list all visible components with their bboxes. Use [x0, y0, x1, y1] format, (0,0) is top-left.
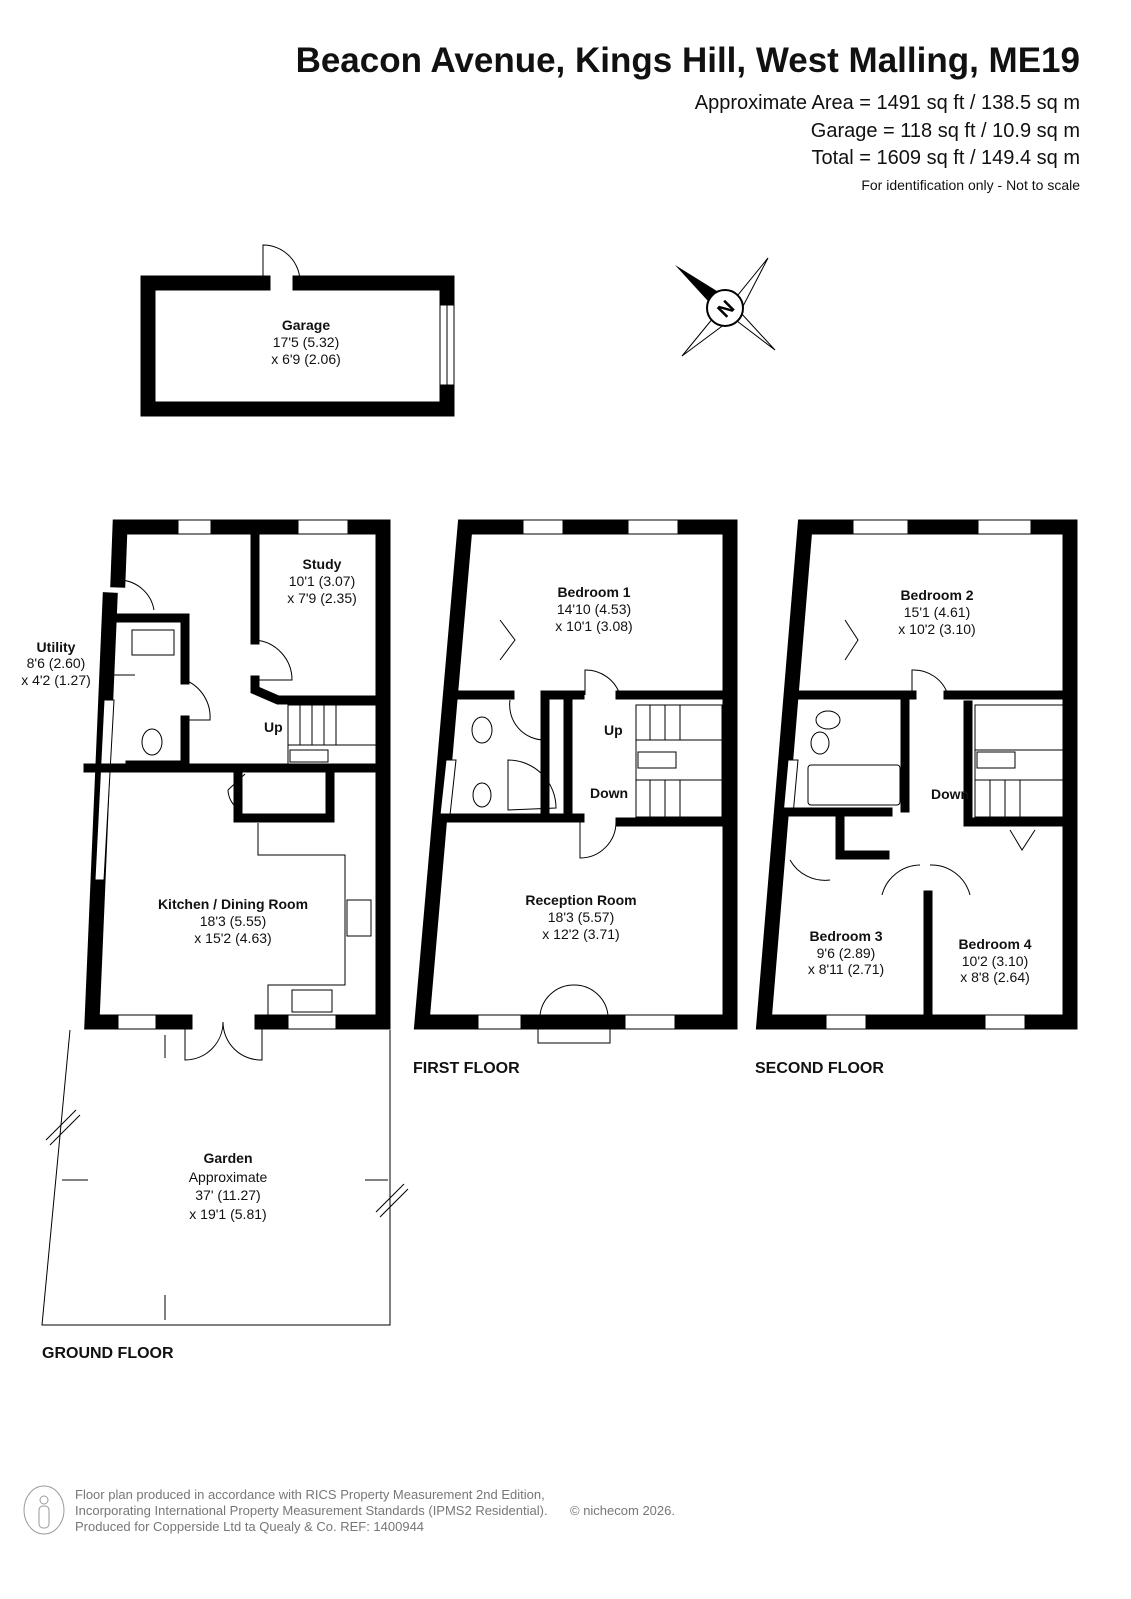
total-area: Total = 1609 sq ft / 149.4 sq m: [812, 147, 1081, 169]
first-floor-plan: Up Down Bedroom 1 14'10 (4.53) x 10'1 (3…: [413, 519, 738, 1077]
kitchen-dim2: x 15'2 (4.63): [194, 930, 271, 946]
garden-note: Approximate: [189, 1169, 268, 1185]
first-floor-label: FIRST FLOOR: [413, 1060, 520, 1077]
ground-floor-label: GROUND FLOOR: [42, 1345, 174, 1362]
bedroom-2-name: Bedroom 2: [900, 587, 973, 603]
bedroom-2-dim1: 15'1 (4.61): [904, 604, 971, 620]
footer-line-2: Incorporating International Property Mea…: [75, 1503, 548, 1518]
scale-disclaimer: For identification only - Not to scale: [861, 177, 1080, 193]
bedroom-3-dim1: 9'6 (2.89): [817, 945, 876, 961]
reception-dim2: x 12'2 (3.71): [542, 926, 619, 942]
garage-plan: Garage 17'5 (5.32) x 6'9 (2.06): [140, 244, 455, 417]
first-stairs-up-label: Up: [604, 722, 623, 738]
reception-dim1: 18'3 (5.57): [548, 909, 615, 925]
kitchen-name: Kitchen / Dining Room: [158, 896, 308, 912]
garden-dim1: 37' (11.27): [195, 1187, 260, 1203]
garage-dim2: x 6'9 (2.06): [271, 351, 341, 367]
study-dim1: 10'1 (3.07): [289, 573, 356, 589]
footer-line-3: Produced for Copperside Ltd ta Quealy & …: [75, 1519, 424, 1534]
garden-name: Garden: [203, 1150, 252, 1166]
utility-dim1: 8'6 (2.60): [27, 655, 86, 671]
garage-area: Garage = 118 sq ft / 10.9 sq m: [811, 120, 1080, 142]
footer-copyright: © nichecom 2026.: [570, 1503, 675, 1518]
garage-dim1: 17'5 (5.32): [273, 334, 340, 350]
second-floor-plan: Down Bedroom 2 15'1 (4.61) x 10'2 (3.10)…: [755, 519, 1078, 1077]
garden-dim2: x 19'1 (5.81): [189, 1206, 266, 1222]
first-stairs-down-label: Down: [590, 785, 628, 801]
study-dim2: x 7'9 (2.35): [287, 590, 357, 606]
bedroom-4-name: Bedroom 4: [958, 936, 1031, 952]
bedroom-3-name: Bedroom 3: [809, 928, 882, 944]
utility-dim2: x 4'2 (1.27): [21, 672, 91, 688]
utility-name: Utility: [37, 639, 76, 655]
bedroom-1-dim1: 14'10 (4.53): [557, 601, 631, 617]
property-title: Beacon Avenue, Kings Hill, West Malling,…: [296, 41, 1080, 80]
bedroom-4-dim2: x 8'8 (2.64): [960, 969, 1030, 985]
person-scale-icon: [23, 1485, 65, 1535]
bedroom-4-dim1: 10'2 (3.10): [962, 953, 1029, 969]
bedroom-1-dim2: x 10'1 (3.08): [555, 618, 632, 634]
second-floor-label: SECOND FLOOR: [755, 1060, 884, 1077]
ground-stairs-up-label: Up: [264, 719, 283, 735]
bedroom-1-name: Bedroom 1: [557, 584, 630, 600]
reception-name: Reception Room: [525, 892, 636, 908]
second-stairs-down-label: Down: [931, 786, 969, 802]
kitchen-dim1: 18'3 (5.55): [200, 913, 267, 929]
bedroom-2-dim2: x 10'2 (3.10): [898, 621, 975, 637]
bedroom-3-dim2: x 8'11 (2.71): [808, 961, 884, 977]
ground-floor-plan: Up Study 10'1 (3.07) x 7'9 (2.35) Utilit…: [21, 519, 409, 1362]
garage-name: Garage: [282, 317, 330, 333]
north-arrow-compass-icon: N: [675, 257, 776, 357]
approximate-area: Approximate Area = 1491 sq ft / 138.5 sq…: [695, 92, 1080, 114]
footer-line-1: Floor plan produced in accordance with R…: [75, 1487, 545, 1502]
footer: Floor plan produced in accordance with R…: [23, 1485, 675, 1535]
study-name: Study: [303, 556, 342, 572]
